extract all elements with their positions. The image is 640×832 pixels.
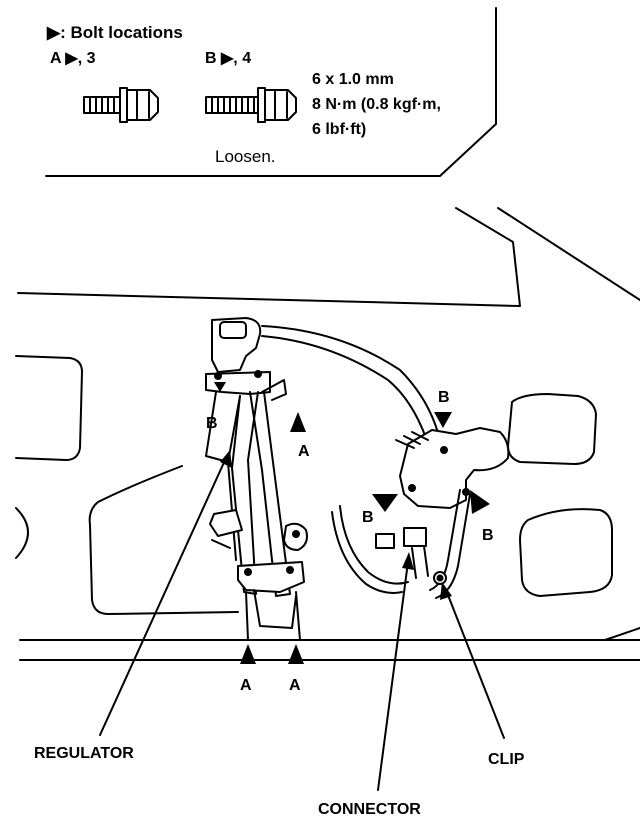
legend-bolt-a-count: A ▶, 3: [50, 50, 96, 67]
bolt-arrow-b: [372, 494, 398, 512]
bolt-marker-b-top-motor: B: [434, 389, 452, 428]
clip-leader-arrowhead: [440, 582, 452, 600]
connector-leader-arrowhead: [402, 552, 414, 570]
clip-label: CLIP: [488, 751, 525, 768]
bolt-marker-b-left-motor: B: [362, 494, 398, 526]
bolt-arrow-a: [240, 644, 256, 664]
bolt-arrow-b: [470, 490, 490, 514]
legend-title: ▶: Bolt locations: [46, 23, 183, 42]
regulator-leader: [99, 457, 227, 736]
bolt-marker-b-upper-left: B: [206, 382, 226, 432]
door-panel: [15, 207, 640, 661]
bolt-marker-a-lower-left: A: [240, 644, 256, 694]
door-cutout-left-arc: [15, 507, 29, 559]
window-regulator: [205, 317, 441, 641]
door-rear-edge: [497, 207, 640, 301]
clip-callout: CLIP: [440, 582, 525, 768]
regulator-leader-arrowhead: [220, 450, 232, 468]
connector-callout: CONNECTOR: [318, 552, 421, 818]
door-cutout-right-lower: [519, 508, 613, 597]
legend-bolt-b-count: B ▶, 4: [205, 50, 251, 67]
door-cutout-right-upper: [507, 393, 597, 465]
door-cutout-left-middle: [88, 465, 239, 615]
bolt-marker-a-upper: A: [290, 412, 310, 460]
regulator-motor: [395, 427, 510, 509]
bolt-label-b: B: [438, 389, 450, 406]
bolt-arrow-a: [290, 412, 306, 432]
legend-spec-torque-imperial: 6 lbf·ft): [312, 121, 366, 138]
legend-border: [45, 7, 497, 177]
bolt-arrow-a: [288, 644, 304, 664]
connector-leader: [377, 561, 409, 791]
bolt-marker-a-lower-right: A: [288, 644, 304, 694]
bolt-arrow-b: [214, 382, 226, 392]
door-cutout-left-upper: [15, 355, 83, 461]
bolt-marker-b-right-motor: B: [470, 490, 494, 544]
legend-loosen-note: Loosen.: [215, 147, 276, 166]
wire-harness: [331, 489, 471, 599]
legend-spec-torque: 8 N·m (0.8 kgf·m,: [312, 96, 441, 113]
flange-bolt-b-icon: [205, 87, 297, 123]
bolt-markers: B A B B B A A: [206, 382, 494, 694]
bolt-label-a: A: [240, 677, 252, 694]
flange-bolt-a-icon: [83, 87, 159, 123]
bolt-label-b: B: [206, 415, 218, 432]
clip-leader: [445, 589, 505, 739]
bolt-label-a: A: [298, 443, 310, 460]
bolt-label-b: B: [362, 509, 374, 526]
regulator-callout: REGULATOR: [34, 450, 232, 762]
bolt-legend: ▶: Bolt locations A ▶, 3 B ▶, 4 6 x 1.0 …: [45, 7, 497, 177]
bolt-label-a: A: [289, 677, 301, 694]
regulator-label: REGULATOR: [34, 745, 134, 762]
door-top-edge: [17, 207, 521, 307]
callouts: REGULATOR CONNECTOR CLIP: [34, 450, 525, 818]
connector-label: CONNECTOR: [318, 801, 421, 818]
legend-spec-size: 6 x 1.0 mm: [312, 71, 394, 88]
bolt-arrow-b: [434, 412, 452, 428]
door-rear-lower-edge: [604, 627, 640, 641]
bolt-label-b: B: [482, 527, 494, 544]
